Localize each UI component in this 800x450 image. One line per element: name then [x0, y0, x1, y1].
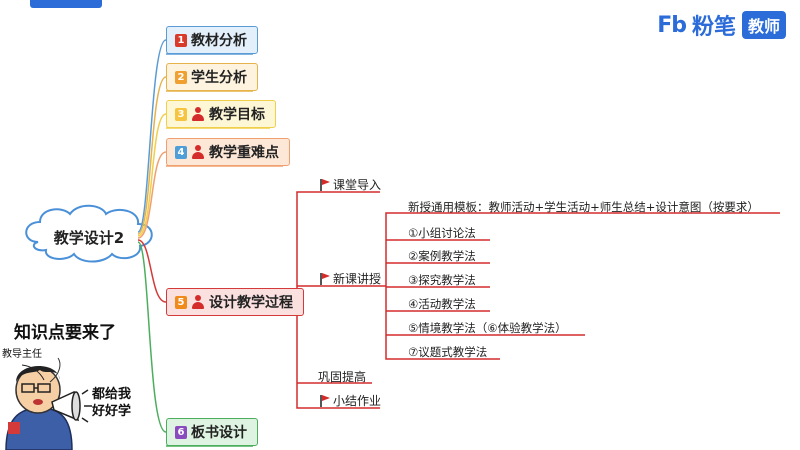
- branch-number-badge: 2: [175, 70, 187, 84]
- branch-label: 教学目标: [209, 107, 265, 123]
- brand-name: 粉笔: [691, 15, 736, 40]
- cartoon-title: 知识点要来了: [14, 323, 116, 343]
- branch-key-points: 4 教学重难点: [166, 138, 290, 166]
- branch-number-badge: 3: [175, 107, 187, 121]
- branch-number-badge: 6: [175, 425, 187, 439]
- person-icon: [191, 145, 205, 159]
- process-item-intro: 课堂导入: [320, 176, 381, 193]
- branch-label: 板书设计: [191, 425, 247, 441]
- process-item-new-lesson: 新课讲授: [320, 270, 381, 287]
- method-item: ①小组讨论法: [408, 226, 476, 240]
- flag-icon: [320, 178, 330, 191]
- center-cloud-shape: [25, 204, 153, 263]
- person-icon: [191, 295, 205, 309]
- teacher-cartoon: [5, 357, 92, 450]
- cartoon-role-label: 教导主任: [2, 349, 42, 360]
- center-node-label: 教学设计2: [53, 229, 125, 247]
- branch-label: 教材分析: [191, 33, 247, 49]
- method-item: ②案例教学法: [408, 249, 476, 263]
- branch-label: 学生分析: [191, 70, 247, 86]
- brand-icon: Fb: [657, 12, 687, 38]
- brand-tag: 教师: [741, 11, 786, 39]
- method-template: 新授通用模板：教师活动+学生活动+师生总结+设计意图（按要求）: [408, 200, 759, 214]
- branch-number-badge: 5: [175, 295, 187, 309]
- method-item: ⑦议题式教学法: [408, 345, 488, 359]
- process-item-consolidate: 巩固提高: [318, 370, 367, 384]
- method-item: ③探究教学法: [408, 273, 476, 287]
- branch-teaching-process: 5 设计教学过程: [166, 288, 304, 316]
- person-icon: [191, 107, 205, 121]
- branch-label: 教学重难点: [209, 145, 279, 161]
- branch-label: 设计教学过程: [209, 295, 293, 311]
- branch-teaching-goals: 3 教学目标: [166, 100, 276, 128]
- method-item: ⑤情境教学法（⑥体验教学法）: [408, 321, 567, 335]
- branch-textbook-analysis: 1 教材分析: [166, 26, 258, 54]
- branch-student-analysis: 2 学生分析: [166, 63, 258, 91]
- cropped-header-fragment: [30, 0, 102, 8]
- branch-number-badge: 4: [175, 145, 187, 159]
- process-item-summary: 小结作业: [320, 392, 381, 409]
- brand-logo: Fb 粉笔 教师: [657, 10, 786, 40]
- branch-number-badge: 1: [175, 33, 187, 47]
- flag-icon: [320, 394, 330, 407]
- method-item: ④活动教学法: [408, 297, 476, 311]
- flag-icon: [320, 272, 330, 285]
- branch-board-design: 6 板书设计: [166, 418, 258, 446]
- cartoon-speech: 都给我 好好学: [92, 387, 132, 419]
